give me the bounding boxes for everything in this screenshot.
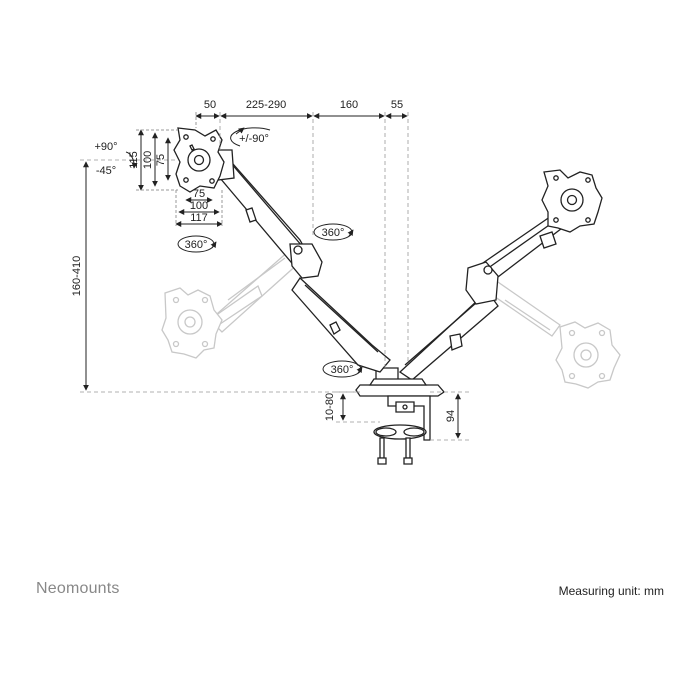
dim-top-55: 55	[391, 99, 403, 111]
desk-clamp	[373, 424, 427, 465]
tilt-up-label: +90°	[94, 141, 117, 153]
swivel-label: +/-90°	[239, 133, 269, 145]
left-vesa-plate	[173, 127, 225, 193]
base-plate	[355, 378, 445, 441]
ghost-left-arm	[209, 249, 301, 333]
ghost-right-arm	[487, 279, 561, 337]
reference-lines	[80, 112, 470, 441]
dimension-lines	[83, 112, 461, 439]
dim-height-range: 160-410	[71, 256, 83, 296]
dim-vesa-height-75: 75	[155, 154, 167, 166]
ghost-left-vesa-plate	[161, 287, 223, 359]
rotate-360-label-elbow: 360°	[322, 227, 345, 239]
dim-clamp-thickness: 10-80	[324, 393, 336, 421]
measuring-unit-note: Measuring unit: mm	[558, 584, 664, 598]
rotate-360-label-plate: 360°	[185, 239, 208, 251]
dim-vesa-width-117: 117	[190, 212, 208, 224]
brand-logo-text: Neomounts	[36, 580, 120, 597]
rotation-arrows	[125, 127, 363, 378]
dim-vesa-width-75: 75	[193, 188, 205, 200]
dim-vesa-height-115: 115	[128, 151, 140, 169]
dim-top-160: 160	[340, 99, 358, 111]
dim-vesa-height-100: 100	[142, 151, 154, 169]
left-arm	[214, 149, 391, 373]
tilt-down-label: -45°	[96, 165, 116, 177]
ghost-right-vesa-plate	[555, 321, 621, 389]
dim-vesa-width-100: 100	[190, 200, 208, 212]
dim-clamp-height: 94	[445, 410, 457, 422]
dim-top-50: 50	[204, 99, 216, 111]
right-vesa-plate	[541, 169, 603, 233]
right-arm	[398, 209, 571, 381]
rotate-360-label-base: 360°	[331, 364, 354, 376]
dim-top-225-290: 225-290	[246, 99, 286, 111]
